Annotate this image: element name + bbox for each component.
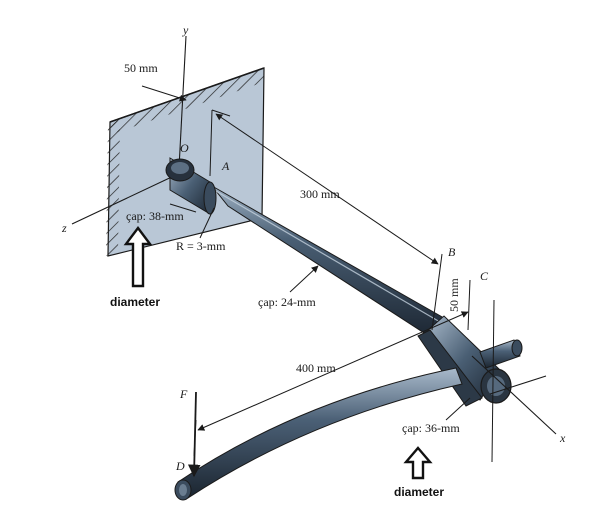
annotation-left-label: diameter: [110, 295, 160, 309]
diameter-24-label: çap: 24-mm: [258, 295, 316, 309]
annotation-arrow-right: [403, 446, 433, 480]
dim-50mm-top-label: 50 mm: [124, 61, 158, 75]
annotation-right-label: diameter: [394, 485, 444, 499]
diameter-38-label: çap: 38-mm: [126, 209, 184, 223]
force-F: [187, 391, 201, 478]
z-axis-label: z: [61, 221, 67, 235]
diameter-36-label: çap: 36-mm: [402, 421, 460, 435]
point-D-label: D: [175, 459, 185, 473]
point-A-label: A: [221, 159, 230, 173]
y-axis-label: y: [182, 23, 189, 37]
dim-50mm-vertical: 50 mm: [447, 278, 461, 312]
dim-400mm-label: 400 mm: [296, 361, 336, 375]
point-F-label: F: [179, 387, 188, 401]
stub-rod: [479, 339, 523, 369]
point-B-label: B: [448, 245, 456, 259]
dim-50mm-vertical-label: 50 mm: [447, 278, 461, 312]
x-axis-label: x: [559, 431, 566, 445]
z-axis: z: [61, 173, 179, 235]
dim-300mm: 300 mm: [215, 113, 439, 265]
y-axis: y: [178, 23, 189, 169]
point-O-label: O: [180, 141, 189, 155]
x-axis: x: [471, 355, 566, 445]
dim-400mm: 400 mm: [197, 311, 469, 431]
main-shaft: [211, 185, 445, 339]
dim-300mm-label: 300 mm: [300, 187, 340, 201]
point-C-label: C: [480, 269, 489, 283]
radius-3-label: R = 3-mm: [176, 239, 226, 253]
collar-38mm: [165, 157, 217, 215]
annotation-arrow-left: [123, 226, 153, 288]
